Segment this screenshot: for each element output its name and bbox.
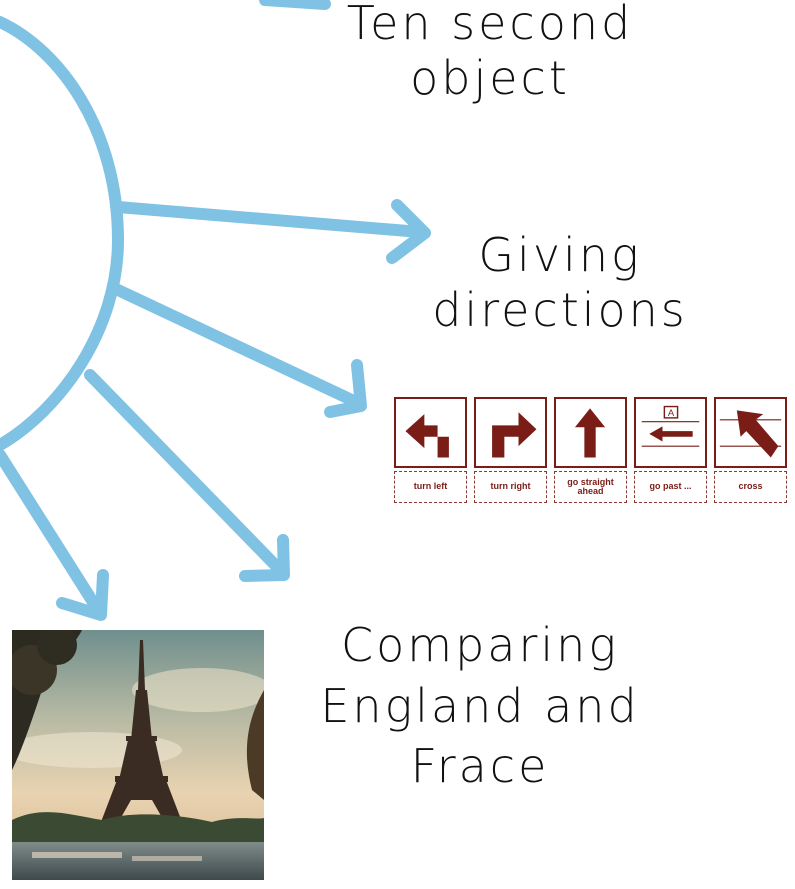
cross-road-icon: [714, 397, 787, 468]
sign-caption: go straight ahead: [554, 471, 627, 503]
hub-circle: [0, 16, 125, 451]
arrow-signs: [112, 284, 367, 418]
topic-line: England and: [320, 678, 640, 733]
arrow-photo: [0, 449, 109, 621]
straight-arrow-icon: [554, 397, 627, 468]
arrow-comparing: [84, 369, 290, 582]
topic-line: directions: [432, 283, 688, 338]
sign-letter: A: [668, 407, 675, 418]
topic-line: Comparing: [341, 618, 619, 672]
topic-ten-second-object: Ten second object: [330, 0, 650, 106]
turn-right-arrow-icon: [474, 397, 547, 468]
sign-caption: turn right: [474, 471, 547, 503]
topic-line: Giving: [478, 228, 642, 282]
sign-caption: cross: [714, 471, 787, 503]
arrow-directions: [112, 199, 431, 264]
turn-left-arrow-icon: [394, 397, 467, 468]
arrow-top: [259, 0, 331, 10]
sign-caption: turn left: [394, 471, 467, 503]
topic-comparing-england-france: Comparing England and Frace: [290, 615, 670, 797]
topic-line: Ten second: [346, 0, 634, 50]
eiffel-tower-photo: [12, 630, 264, 880]
direction-signs-strip: turn left turn right go straight ahead A…: [394, 397, 792, 505]
topic-line: object: [410, 51, 570, 106]
go-past-icon: A: [634, 397, 707, 468]
sign-caption: go past ...: [634, 471, 707, 503]
topic-line: Frace: [410, 739, 550, 794]
topic-giving-directions: Giving directions: [415, 228, 705, 338]
